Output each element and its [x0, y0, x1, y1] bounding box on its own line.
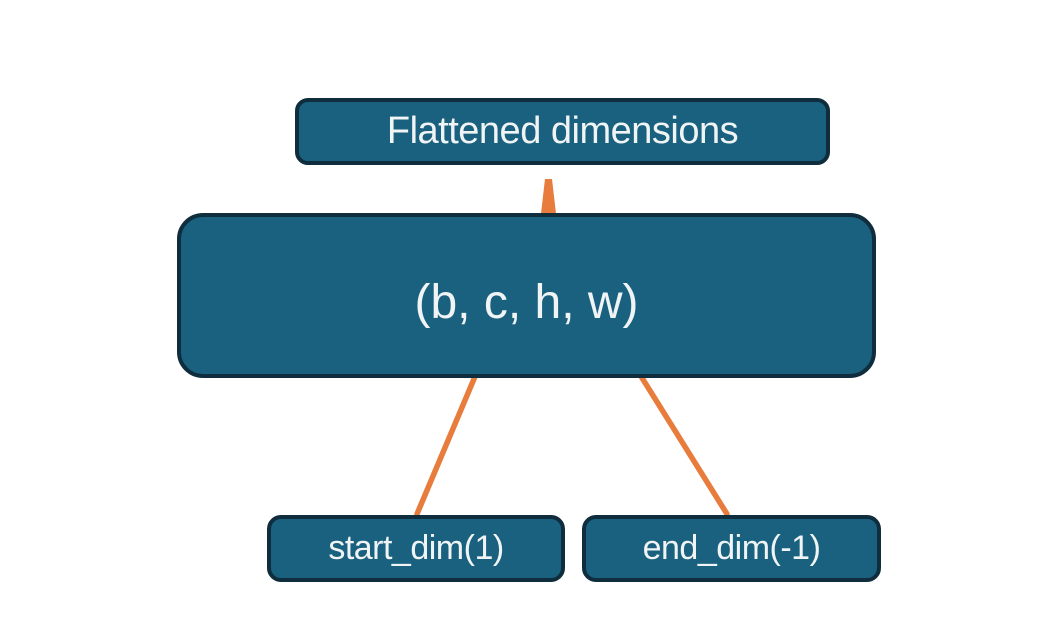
tensor-shape-box: (b, c, h, w) [177, 213, 876, 378]
start-dim-box: start_dim(1) [267, 515, 565, 582]
tensor-shape-label: (b, c, h, w) [414, 276, 639, 329]
end-dim-label: end_dim(-1) [642, 529, 821, 567]
flattened-dimensions-box: Flattened dimensions [295, 98, 830, 165]
start-dim-label: start_dim(1) [328, 529, 504, 567]
end-dim-box: end_dim(-1) [582, 515, 881, 582]
flattened-dimensions-label: Flattened dimensions [386, 110, 739, 152]
